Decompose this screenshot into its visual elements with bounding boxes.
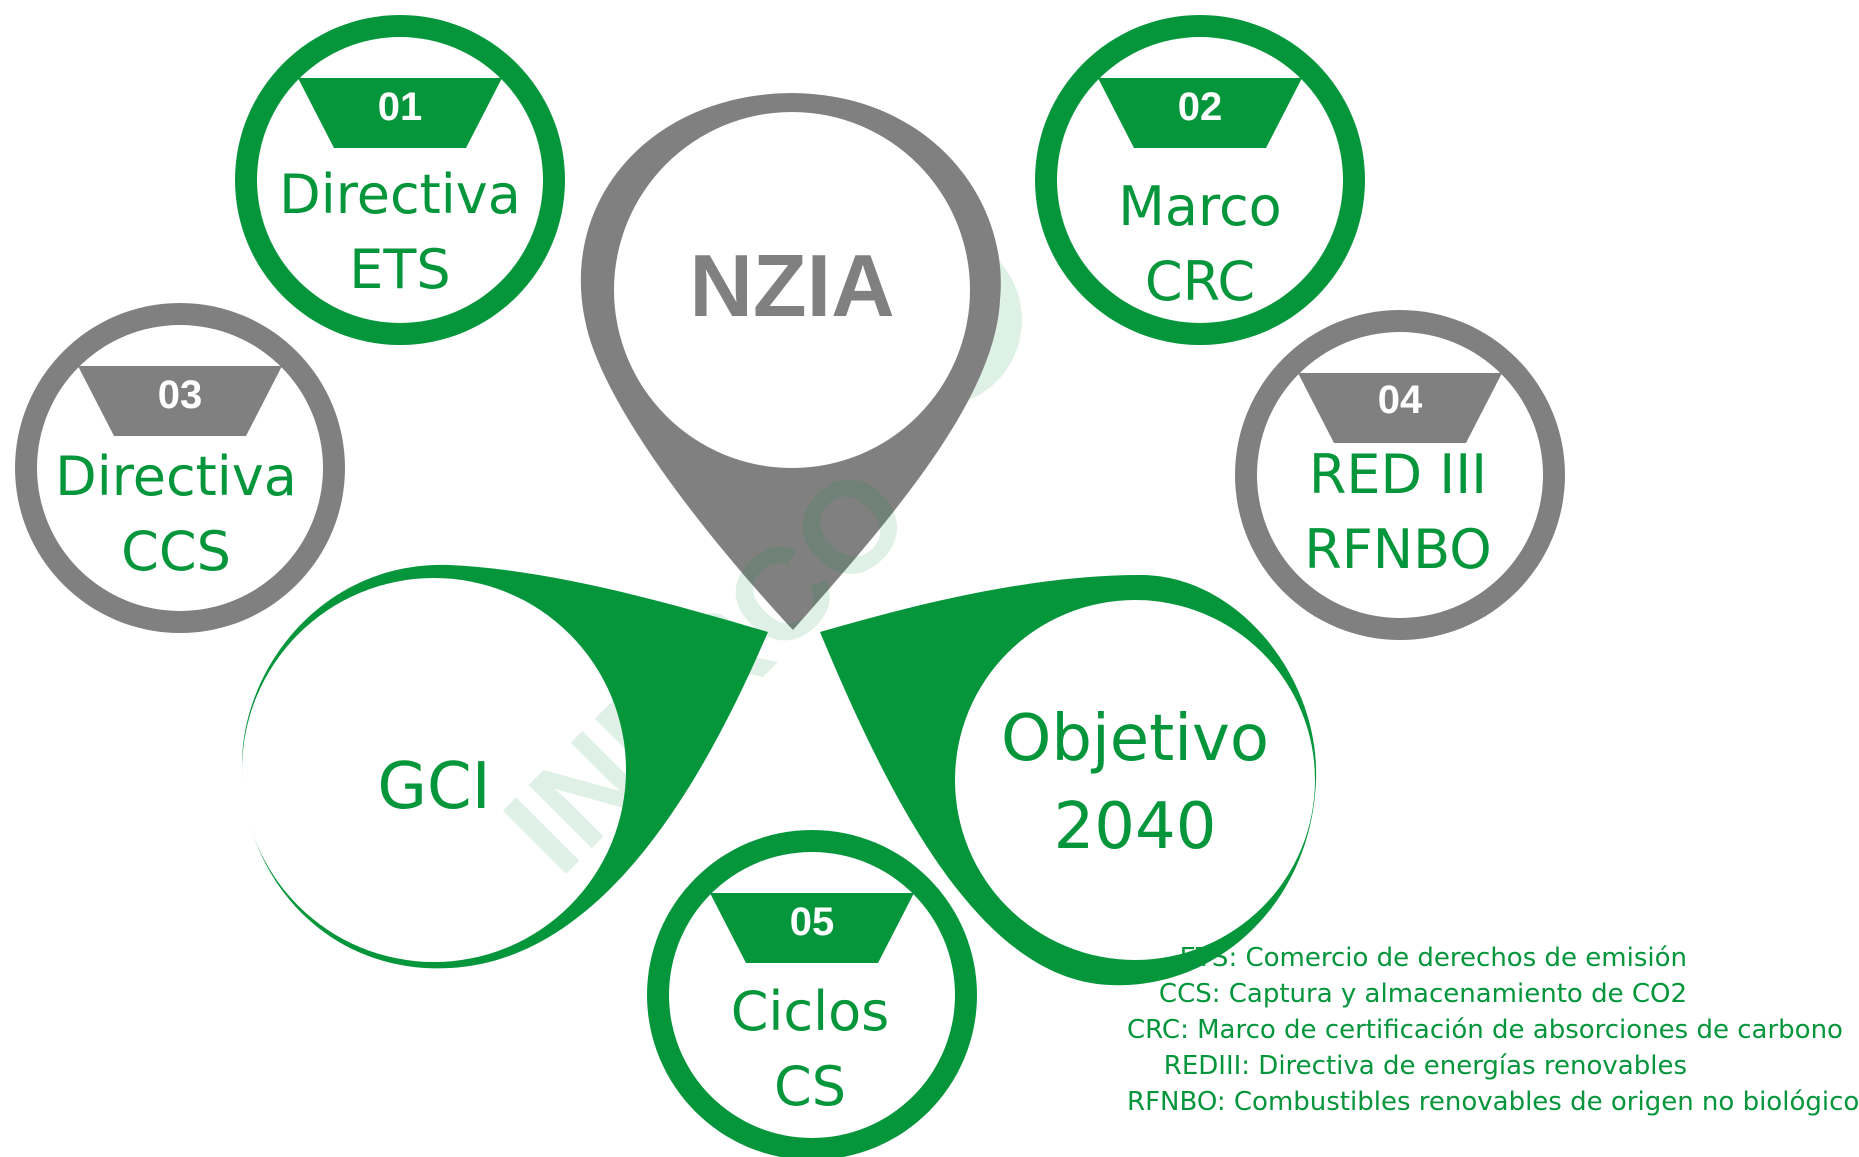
badge-04-line2: RFNBO xyxy=(1304,518,1492,581)
badge-02-number: 02 xyxy=(1178,85,1223,129)
badge-03-number: 03 xyxy=(158,373,203,417)
legend-rfnbo: RFNBO: Combustibles renovables de origen… xyxy=(1127,1087,1859,1117)
badge-02-line1: Marco xyxy=(1118,175,1281,238)
policy-diagram: NZIA GCI Objetivo 2040 01 Directiva ETS … xyxy=(15,15,1565,1157)
gci-label: GCI xyxy=(377,750,490,824)
badge-01-line1: Directiva xyxy=(279,163,521,226)
badge-03-line1: Directiva xyxy=(55,445,297,508)
nzia-label: NZIA xyxy=(689,236,894,335)
badge-02: 02 Marco CRC xyxy=(1035,15,1365,345)
abbreviation-legend: ETS: Comercio de derechos de emisión CCS… xyxy=(1127,940,1859,1120)
badge-03: 03 Directiva CCS xyxy=(15,303,345,633)
badge-05-line2: CS xyxy=(774,1055,846,1118)
gci-drop: GCI xyxy=(241,564,769,969)
badge-01-number: 01 xyxy=(378,85,423,129)
badge-04: 04 RED III RFNBO xyxy=(1235,310,1565,640)
legend-crc: CRC: Marco de certificación de absorcion… xyxy=(1127,1015,1843,1045)
badge-01: 01 Directiva ETS xyxy=(235,15,565,345)
diagram-stage: NZIA GCI Objetivo 2040 01 Directiva ETS … xyxy=(15,15,1859,1157)
objetivo-line2: 2040 xyxy=(1054,790,1217,864)
badge-04-line1: RED III xyxy=(1309,443,1487,506)
legend-ccs: CCS: Captura y almacenamiento de CO2 xyxy=(1158,979,1687,1009)
badge-05: 05 Ciclos CS xyxy=(647,830,977,1157)
badge-02-line2: CRC xyxy=(1145,250,1255,313)
badge-03-line2: CCS xyxy=(121,520,231,583)
objetivo-drop: Objetivo 2040 xyxy=(820,575,1317,986)
badge-04-number: 04 xyxy=(1378,378,1423,422)
objetivo-line1: Objetivo xyxy=(1001,702,1269,776)
nzia-pin: NZIA xyxy=(580,93,1001,630)
badge-05-line1: Ciclos xyxy=(731,980,890,1043)
legend-rediii: REDIII: Directiva de energías renovables xyxy=(1163,1051,1687,1081)
badge-01-line2: ETS xyxy=(349,238,450,301)
badge-05-number: 05 xyxy=(790,900,835,944)
legend-ets: ETS: Comercio de derechos de emisión xyxy=(1179,943,1687,973)
